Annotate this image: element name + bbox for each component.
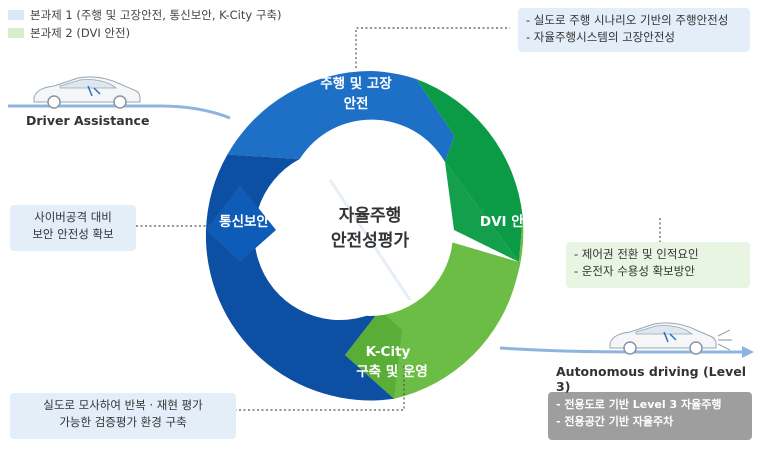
box-autonomous-level3: - 전용도로 기반 Level 3 자율주행 - 전용공간 기반 자율주차 [548,392,752,440]
center-road-hint [328,179,412,301]
ring-center [287,150,453,316]
box-security-line1: 사이버공격 대비 [34,210,112,224]
segment-label-dvi: DVI 안전 [480,213,536,230]
box-level3-line2: - 전용공간 기반 자율주차 [556,415,674,428]
segment-label-kcity-1: K-City [366,344,411,360]
segment-label-driving-fault-2: 안전 [344,95,369,112]
driver-assistance-label: Driver Assistance [26,113,150,128]
legend-label-2: 본과제 2 (DVI 안전) [30,26,131,40]
segment-label-comm-security: 통신보안 [219,213,269,230]
legend-swatch-1 [8,10,24,20]
segment-facet-left [206,185,276,262]
autonomous-driving-label: Autonomous driving (Level 3) [556,364,747,394]
arrow-head-icon [742,346,754,358]
center-label-line2: 안전성평가 [331,231,410,251]
legend-label-1: 본과제 1 (주행 및 고장안전, 통신보안, K-City 구축) [30,8,282,22]
box-driving-safety-line2: - 자율주행시스템의 고장안전성 [526,30,675,44]
legend-item-project-2: 본과제 2 (DVI 안전) [8,24,282,42]
connector-kcity [236,366,405,411]
legend: 본과제 1 (주행 및 고장안전, 통신보안, K-City 구축) 본과제 2… [8,6,282,42]
autonomous-road-arrow [499,346,742,354]
segment-dvi [416,79,523,262]
car-icon-driver-assistance [33,76,141,109]
box-dvi-line2: - 운전자 수용성 확보방안 [574,264,695,278]
connectors [136,27,661,411]
segment-label-driving-fault-1: 주행 및 고장 [320,75,392,92]
segment-facet-bottom [345,310,402,399]
box-driving-safety: - 실도로 주행 시나리오 기반의 주행안전성 - 자율주행시스템의 고장안전성 [518,8,750,52]
legend-item-project-1: 본과제 1 (주행 및 고장안전, 통신보안, K-City 구축) [8,6,282,24]
safety-ring [205,70,524,401]
box-kcity-line2: 가능한 검증평가 환경 구축 [59,415,187,429]
legend-swatch-2 [8,28,24,38]
segment-label-kcity-2: 구축 및 운영 [356,363,428,380]
box-level3-line1: - 전용도로 기반 Level 3 자율주행 [556,398,722,411]
driver-assistance-road [8,104,231,120]
box-security-line2: 보안 안전성 확보 [32,227,114,241]
connector-top [355,27,510,68]
box-comm-security: 사이버공격 대비 보안 안전성 확보 [10,205,136,251]
box-kcity-line1: 실도로 모사하여 반복 · 재현 평가 [43,398,203,412]
car-icon-autonomous [609,322,732,355]
segment-driving-fault [227,70,455,162]
box-dvi-line1: - 제어권 전환 및 인적요인 [574,247,699,261]
center-label-line1: 자율주행 [339,206,402,226]
box-kcity: 실도로 모사하여 반복 · 재현 평가 가능한 검증평가 환경 구축 [10,393,236,439]
segment-facet-right [445,162,519,262]
box-dvi-safety: - 제어권 전환 및 인적요인 - 운전자 수용성 확보방안 [566,242,750,288]
box-driving-safety-line1: - 실도로 주행 시나리오 기반의 주행안전성 [526,13,729,27]
